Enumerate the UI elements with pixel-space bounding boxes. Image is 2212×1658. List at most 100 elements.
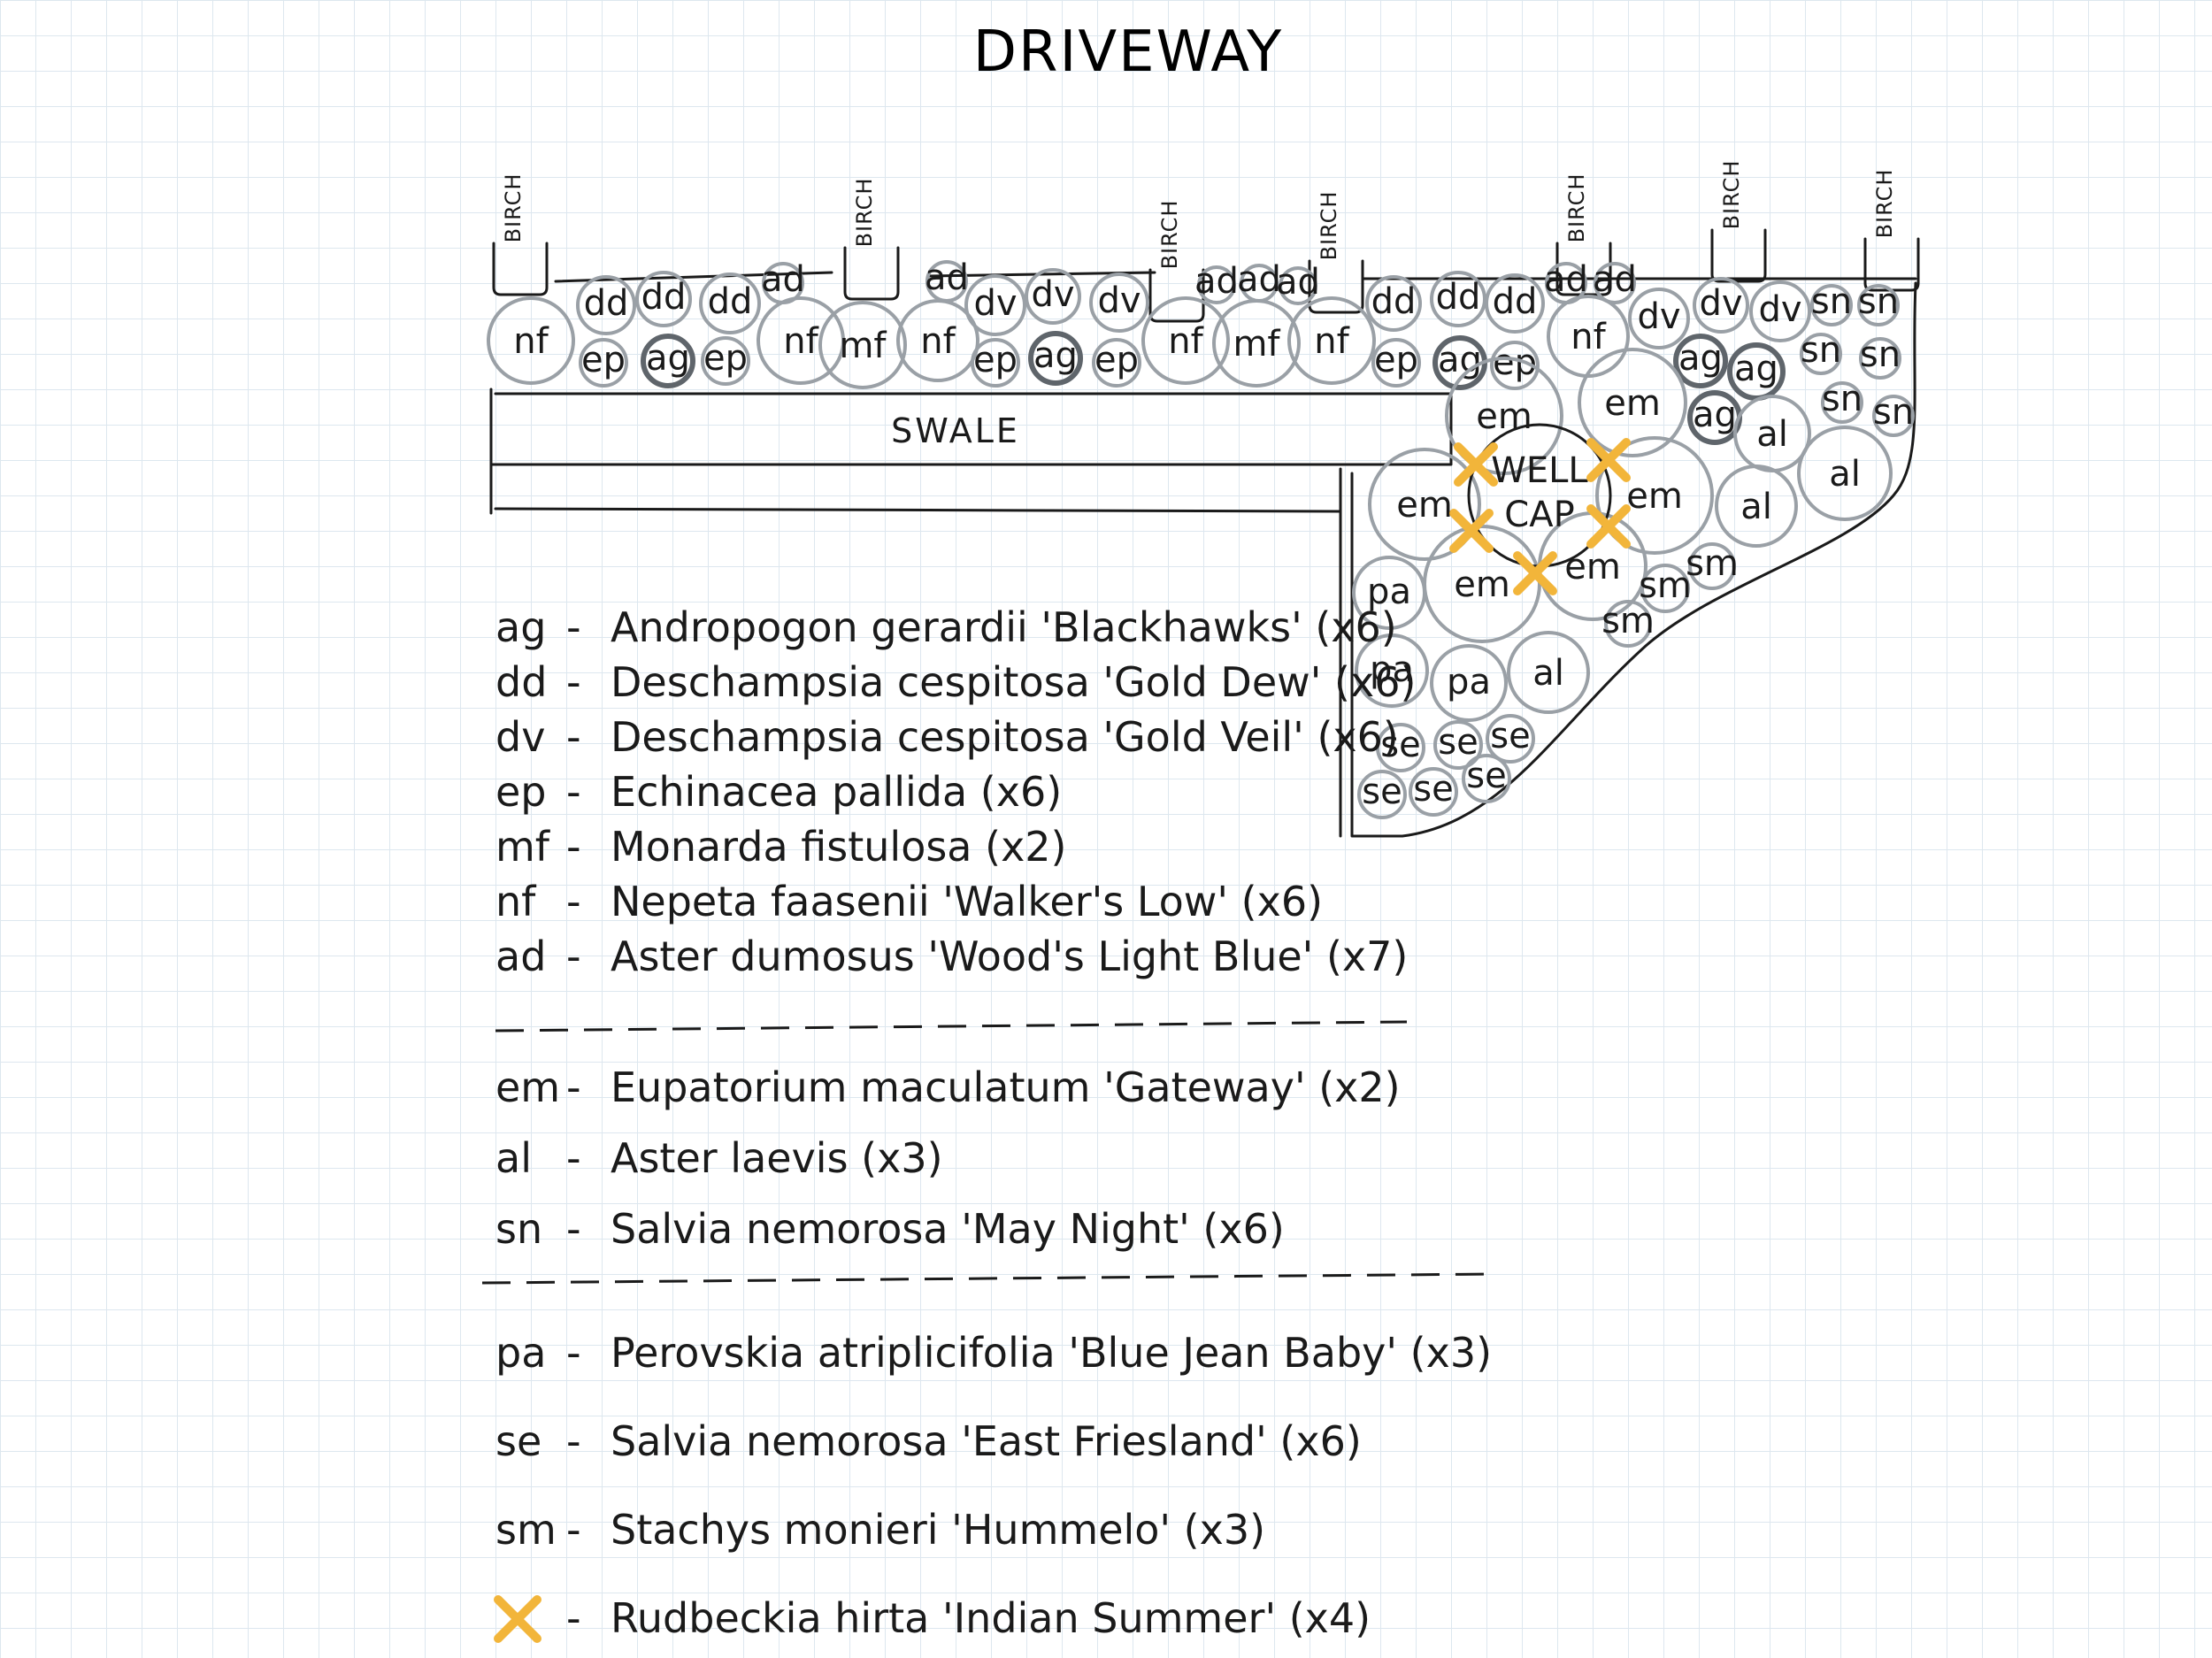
plant-dv: dv [1025, 268, 1081, 325]
plant-code: sn [1811, 281, 1852, 322]
well-cap-label-2: CAP [1504, 495, 1574, 535]
plant-circle [1430, 644, 1508, 722]
birch-label: BIRCH [1719, 160, 1744, 230]
plant-code: pa [1370, 649, 1414, 690]
plant-circle [1628, 288, 1690, 349]
plant-circle [1872, 395, 1915, 437]
plant-code: ad [1237, 259, 1281, 300]
plant-ep: ep [971, 338, 1020, 388]
plant-circle [971, 338, 1020, 388]
plant-circle [635, 271, 692, 327]
plant-circle [1462, 754, 1511, 803]
plant-circle [576, 275, 636, 335]
plant-al: al [1733, 395, 1811, 472]
plant-code: sn [1801, 330, 1841, 371]
plant-circle [1507, 631, 1590, 714]
plant-circle [701, 336, 750, 386]
legend-name: Deschampsia cespitosa 'Gold Dew' (x6) [611, 658, 1416, 706]
legend-name: Aster laevis (x3) [611, 1134, 943, 1182]
plant-code: ep [1374, 340, 1418, 380]
plant-code: ad [1276, 262, 1320, 303]
plant-sn: sn [1800, 330, 1842, 375]
plant-nf: nf [757, 296, 845, 385]
plant-code: pa [1447, 662, 1491, 702]
well-cap: WELL CAP [1467, 423, 1612, 568]
plant-circle [757, 296, 845, 385]
plant-ad: ad [1593, 259, 1637, 304]
rudbeckia-x-icon [1513, 551, 1557, 595]
plant-ad: ad [925, 257, 969, 303]
plant-ag: ag [641, 334, 695, 388]
well-cap-label-1: WELL [1491, 450, 1588, 491]
plant-dd: dd [1365, 275, 1422, 332]
legend-code: dd [495, 658, 547, 706]
plant-code: nf [920, 321, 956, 362]
legend-row: nf-Nepeta faasenii 'Walker's Low' (x6) [495, 878, 1323, 925]
plant-code: se [1413, 769, 1453, 810]
plant-code: al [1740, 487, 1772, 527]
plant-em: em [1578, 348, 1687, 457]
plant-pa: pa [1355, 633, 1429, 708]
plant-pa: pa [1352, 556, 1426, 630]
legend-dash: - [566, 1417, 581, 1465]
plant-dv: dv [964, 274, 1026, 336]
plant-ag: ag [1687, 390, 1742, 445]
plant-nf: nf [1547, 295, 1630, 378]
legend-dash: - [566, 658, 581, 706]
legend-code: pa [495, 1329, 546, 1377]
plant-circle [1357, 770, 1407, 819]
plant-circle [1355, 633, 1429, 708]
plant-code: mf [1233, 324, 1280, 365]
plant-code: dd [641, 277, 687, 318]
plant-code: ag [1693, 395, 1737, 435]
swale-label: SWALE [891, 411, 1020, 450]
legend-code: ag [495, 603, 546, 651]
legend-code: mf [495, 823, 551, 871]
plant-code: ad [925, 257, 969, 298]
plant-se: se [1486, 714, 1535, 764]
plant-sn: sn [1859, 334, 1901, 380]
legend-row: pa-Perovskia atriplicifolia 'Blue Jean B… [495, 1329, 1492, 1377]
plant-circle [818, 301, 907, 389]
legend-name: Andropogon gerardii 'Blackhawks' (x6) [611, 603, 1397, 651]
rudbeckia-x-icon [1449, 509, 1494, 553]
legend-name: Salvia nemorosa 'May Night' (x6) [611, 1205, 1285, 1253]
plant-code: sm [1639, 565, 1692, 606]
legend-code: al [495, 1134, 532, 1182]
legend-row: dv-Deschampsia cespitosa 'Gold Veil' (x6… [495, 713, 1399, 761]
plant-sn: sn [1857, 281, 1900, 326]
plant-circle [896, 299, 979, 382]
plant-code: ep [581, 340, 626, 380]
plant-ag: ag [1028, 331, 1083, 386]
rudbeckia-x-icon [1454, 442, 1498, 487]
plant-dv: dv [1089, 272, 1149, 333]
plant-circle [1749, 280, 1811, 342]
plant-ag: ag [1432, 335, 1487, 390]
plant-legend: ag-Andropogon gerardii 'Blackhawks' (x6)… [481, 603, 1496, 1643]
plant-circle [1279, 266, 1317, 305]
plant-ad: ad [761, 259, 805, 304]
plant-code: dv [1758, 289, 1801, 330]
legend-row: ag-Andropogon gerardii 'Blackhawks' (x6) [495, 603, 1397, 651]
plant-circle [1578, 348, 1687, 457]
plant-code: ad [1194, 261, 1239, 302]
plant-dd: dd [1430, 271, 1486, 327]
plant-circle [1025, 268, 1081, 325]
plant-code: nf [783, 321, 818, 362]
plant-code: nf [1314, 321, 1349, 362]
plant-circle [1089, 272, 1149, 333]
plant-code: ag [1438, 340, 1482, 380]
plant-code: dv [1031, 274, 1074, 315]
plant-dd: dd [635, 271, 692, 327]
legend-row: -Rudbeckia hirta 'Indian Summer' (x4) [494, 1594, 1371, 1643]
plant-circle [1365, 275, 1422, 332]
plant-circle [1430, 271, 1486, 327]
legend-name: Eupatorium maculatum 'Gateway' (x2) [611, 1063, 1401, 1111]
plant-code: ag [1734, 349, 1778, 389]
plant-code: ag [1033, 335, 1078, 376]
legend-code: em [495, 1063, 560, 1111]
plant-circle [1673, 334, 1728, 388]
legend-row: se-Salvia nemorosa 'East Friesland' (x6) [495, 1417, 1362, 1465]
